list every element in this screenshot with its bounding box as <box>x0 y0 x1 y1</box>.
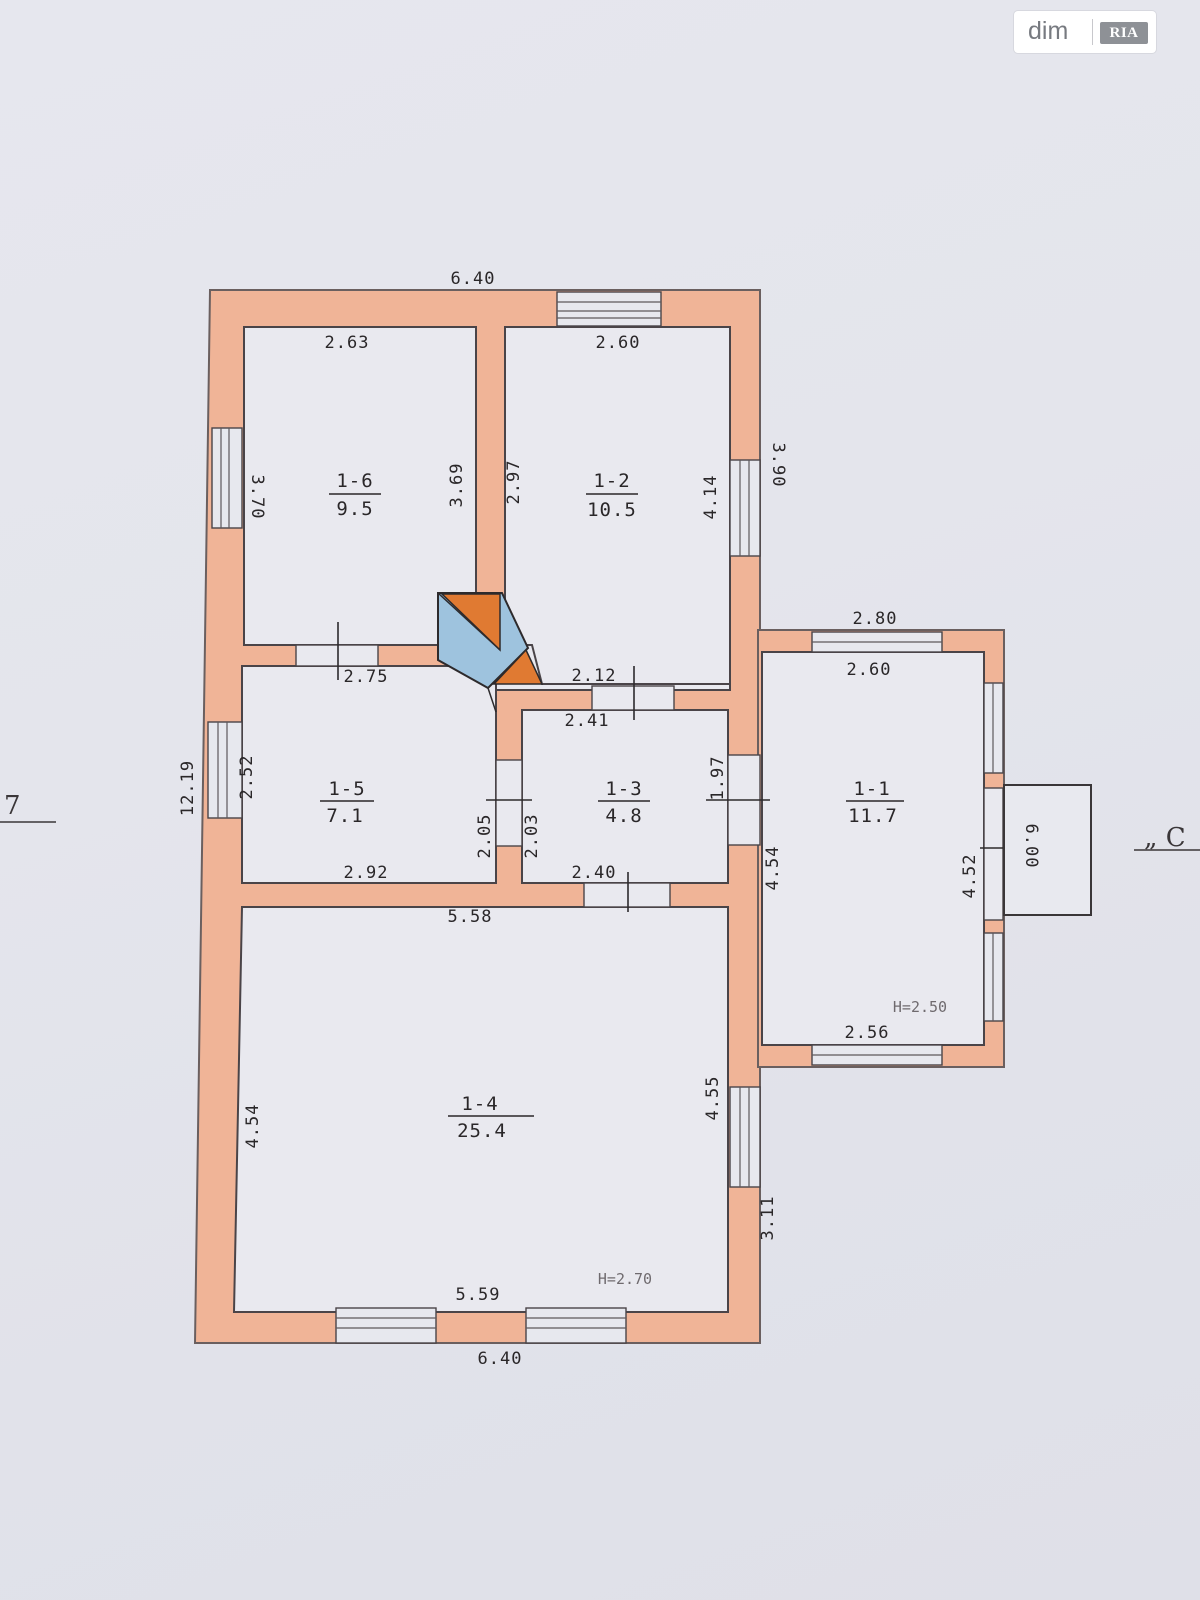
room-1-5-area: 7.1 <box>326 805 363 827</box>
dim-r15-right: 2.05 <box>475 814 495 859</box>
dimension-labels: 6.40 6.40 12.19 2.63 3.70 3.69 2.60 2.97… <box>178 269 1041 1369</box>
room-1-2-id: 1-2 <box>593 470 630 492</box>
dim-r15-bottom: 2.92 <box>344 863 389 883</box>
room-labels: 1-6 9.5 1-2 10.5 1-5 7.1 1-3 4.8 1-1 11.… <box>320 470 904 1142</box>
room-1-6-id: 1-6 <box>336 470 373 492</box>
door-porch-to-steps <box>983 787 1004 921</box>
window-porch-bottom <box>811 1044 943 1066</box>
dim-porch-left: 4.54 <box>763 846 783 891</box>
room-1-5-id: 1-5 <box>328 778 365 800</box>
dim-r15-left: 2.52 <box>237 755 257 800</box>
dim-top-overall: 6.40 <box>451 269 496 289</box>
room-1-3-id: 1-3 <box>605 778 642 800</box>
dim-r14-right: 4.55 <box>703 1076 723 1121</box>
stove <box>437 592 544 713</box>
window-left-upper <box>211 427 243 529</box>
dim-porch-outer: 2.80 <box>853 609 898 629</box>
room-1-1-id: 1-1 <box>853 778 890 800</box>
dim-r16-width: 2.63 <box>325 333 370 353</box>
height-porch: H=2.50 <box>893 998 947 1016</box>
right-margin-mark: „ C <box>1144 823 1186 853</box>
door-corridor-to-1-3 <box>591 685 675 711</box>
left-margin-mark: 7 <box>4 791 21 821</box>
dim-porch-bottom: 2.56 <box>845 1023 890 1043</box>
room-1-1 <box>761 651 985 1046</box>
dim-r13-right: 1.97 <box>708 756 728 801</box>
room-1-4 <box>232 906 729 1313</box>
door-1-5-to-corridor <box>495 759 523 847</box>
dim-steps: 6.00 <box>1021 824 1041 869</box>
dim-r16-height: 3.70 <box>247 475 267 520</box>
dim-r13-top: 2.41 <box>565 711 610 731</box>
window-right-lower <box>729 1086 761 1188</box>
dim-r13-bottom: 2.40 <box>572 863 617 883</box>
dim-porch-right: 4.52 <box>960 854 980 899</box>
window-left-middle <box>207 721 243 819</box>
dim-bottom-overall: 6.40 <box>478 1349 523 1369</box>
dim-r12-right: 4.14 <box>701 475 721 520</box>
window-porch-right-upper <box>983 682 1004 774</box>
dim-r14-top: 5.58 <box>448 907 493 927</box>
rooms <box>232 326 985 1313</box>
doors <box>295 622 1010 921</box>
window-bottom-left <box>335 1307 437 1344</box>
door-1-4-to-1-3 <box>583 882 671 908</box>
margin-marks: 7 „ C <box>0 791 1200 853</box>
dim-right-upper: 3.90 <box>768 443 788 488</box>
logo-dim-text: dim <box>1028 17 1069 45</box>
height-main: H=2.70 <box>598 1270 652 1288</box>
entrance-steps <box>1003 784 1092 916</box>
dim-r14-left: 4.54 <box>243 1104 263 1149</box>
dim-r15-top: 2.75 <box>344 667 389 687</box>
stove-orange-bottom <box>492 648 544 685</box>
window-porch-top <box>811 631 943 653</box>
dim-right-lower: 3.11 <box>758 1196 778 1241</box>
window-top <box>556 291 662 327</box>
dim-ria-watermark-logo: dim RIA <box>1014 11 1156 53</box>
room-1-4-id: 1-4 <box>461 1093 498 1115</box>
dim-r13-left: 2.03 <box>522 814 542 859</box>
stove-blue-section <box>437 592 530 690</box>
room-1-6-area: 9.5 <box>336 498 373 520</box>
window-bottom-right <box>525 1307 627 1344</box>
room-1-2-area: 10.5 <box>587 499 637 521</box>
room-1-1-area: 11.7 <box>848 805 898 827</box>
dim-corridor: 2.12 <box>572 666 617 686</box>
dim-left-overall: 12.19 <box>178 760 198 816</box>
dim-r12-width: 2.60 <box>596 333 641 353</box>
logo-separator <box>1092 19 1093 45</box>
windows <box>207 291 1004 1344</box>
dim-r14-bottom: 5.59 <box>456 1285 501 1305</box>
logo-ria-badge: RIA <box>1100 22 1148 44</box>
dim-porch-top: 2.60 <box>847 660 892 680</box>
window-porch-right-lower <box>983 932 1004 1022</box>
window-right-upper <box>729 459 761 557</box>
room-1-5 <box>241 665 497 884</box>
dim-r16-right: 3.69 <box>447 463 467 508</box>
room-1-3-area: 4.8 <box>605 805 642 827</box>
dim-r12-left: 2.97 <box>504 460 524 505</box>
room-1-4-area: 25.4 <box>457 1120 507 1142</box>
door-1-6-to-1-5 <box>295 644 379 667</box>
